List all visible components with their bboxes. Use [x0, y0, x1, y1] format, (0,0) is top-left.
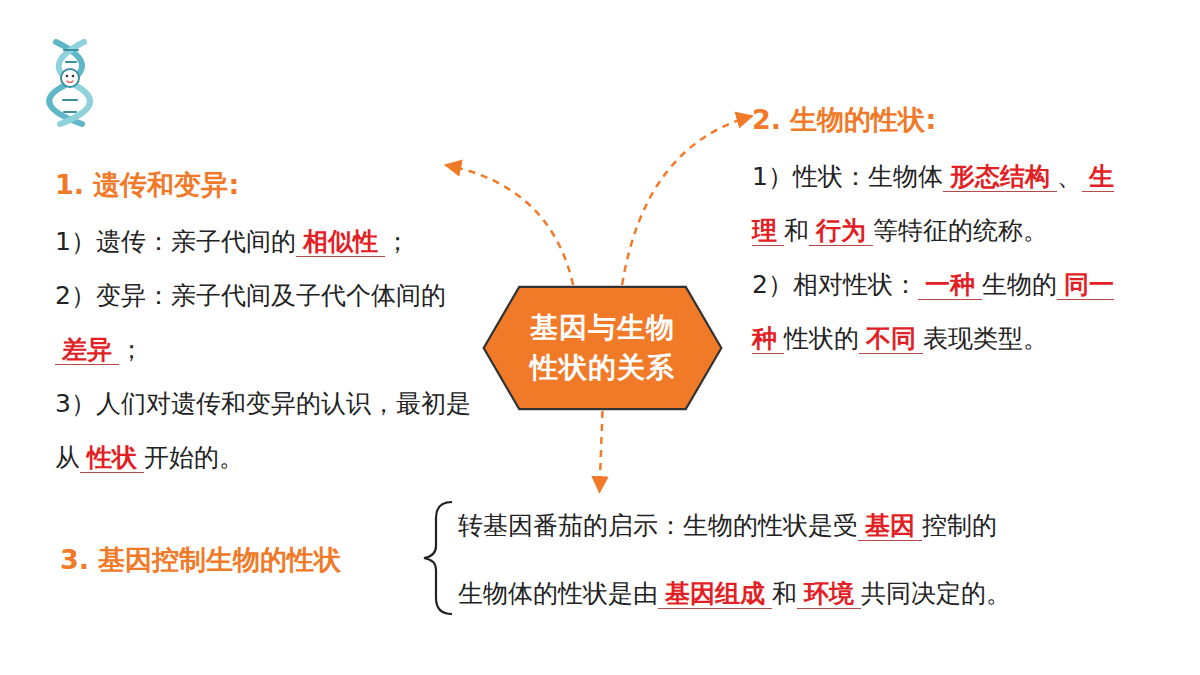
- body-line: 1）性状：生物体形态结构、生理和行为等特征的统称。: [752, 150, 1142, 258]
- body-text: 共同决定的。: [861, 579, 1011, 608]
- answer-blank: 一种: [918, 270, 982, 300]
- body-text: 2）变异：亲子代间及子代个体间的: [55, 281, 446, 310]
- center-title: 基因与生物性状的关系: [528, 308, 676, 388]
- body-text: 生物的: [982, 270, 1057, 299]
- answer-blank: 形态结构: [943, 162, 1057, 192]
- section-heading: 3. 基因控制生物的性状: [60, 540, 430, 580]
- body-text: 和: [784, 216, 809, 245]
- body-text: 开始的。: [144, 443, 244, 472]
- answer-blank: 不同: [859, 324, 923, 354]
- hexagon-shape: [480, 285, 725, 411]
- body-text: ；: [385, 227, 410, 256]
- dashed-arrow: [599, 411, 602, 492]
- topic-section: 2. 生物的性状: 1）性状：生物体形态结构、生理和行为等特征的统称。 2）相对性状…: [752, 100, 1142, 366]
- answer-blank: 基因: [858, 511, 922, 541]
- answer-blank: 基因组成: [658, 579, 772, 609]
- body-text: 、: [1057, 162, 1082, 191]
- topic-section: 1. 遗传和变异:1）遗传：亲子代间的相似性；2）变异：亲子代间及子代个体间的差…: [55, 165, 475, 485]
- body-text: 1）遗传：亲子代间的: [55, 227, 296, 256]
- body-text: 生物体的性状是由: [458, 579, 658, 608]
- curly-brace: [424, 502, 452, 614]
- body-line: 3）人们对遗传和变异的认识，最初是从性状开始的。: [55, 377, 475, 485]
- body-line: 2）变异：亲子代间及子代个体间的差异；: [55, 269, 475, 377]
- answer-blank: 环境: [797, 579, 861, 609]
- body-text: 性状的: [784, 324, 859, 353]
- answer-blank: 相似性: [296, 227, 385, 257]
- answer-blank: 性状: [80, 443, 144, 473]
- dashed-arrow: [446, 165, 573, 285]
- body-line: 生物体的性状是由基因组成和环境共同决定的。: [458, 560, 1011, 628]
- section-body: 转基因番茄的启示：生物的性状是受基因控制的生物体的性状是由基因组成和环境共同决定…: [458, 492, 1011, 628]
- body-text: ；: [119, 335, 144, 364]
- answer-blank: 差异: [55, 335, 119, 365]
- body-line: 1）遗传：亲子代间的相似性；: [55, 215, 475, 269]
- body-line: 2）相对性状：一种生物的同一种性状的不同表现类型。: [752, 258, 1142, 366]
- topic-section: 3. 基因控制生物的性状转基因番茄的启示：生物的性状是受基因控制的生物体的性状是…: [60, 492, 1170, 628]
- body-text: 转基因番茄的启示：生物的性状是受: [458, 511, 858, 540]
- section-heading: 1. 遗传和变异:: [55, 165, 475, 205]
- body-text: 2）相对性状：: [752, 270, 918, 299]
- dna-icon: [49, 42, 90, 124]
- dashed-arrow: [622, 116, 752, 285]
- body-text: 1）性状：生物体: [752, 162, 943, 191]
- body-text: 等特征的统称。: [873, 216, 1048, 245]
- body-text: 和: [772, 579, 797, 608]
- answer-blank: 行为: [809, 216, 873, 246]
- body-text: 表现类型。: [923, 324, 1048, 353]
- section-heading: 2. 生物的性状:: [752, 100, 1142, 140]
- body-text: 控制的: [922, 511, 997, 540]
- center-hexagon: 基因与生物性状的关系: [480, 285, 725, 411]
- body-line: 转基因番茄的启示：生物的性状是受基因控制的: [458, 492, 1011, 560]
